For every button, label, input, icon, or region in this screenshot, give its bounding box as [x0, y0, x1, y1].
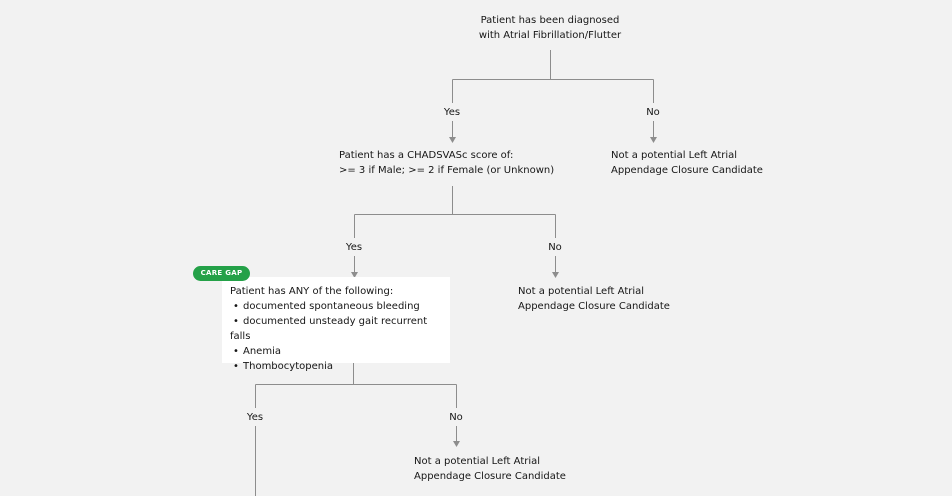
care-gap-badge[interactable]: CARE GAP — [193, 266, 250, 281]
bullet-icon: • — [233, 361, 239, 372]
chadsvasc-node: Patient has a CHADSVASc score of: >= 3 i… — [339, 148, 554, 178]
not-candidate-node: Not a potential Left Atrial Appendage Cl… — [611, 148, 763, 178]
arrowhead — [552, 272, 559, 278]
arrowhead — [351, 272, 358, 278]
not-candidate-line: Appendage Closure Candidate — [611, 165, 763, 176]
not-candidate-line: Appendage Closure Candidate — [518, 301, 670, 312]
list-item-text: documented unsteady gait recurrent falls — [230, 316, 428, 342]
root-node-line: Patient has been diagnosed — [480, 15, 620, 26]
not-candidate-line: Not a potential Left Atrial — [414, 456, 541, 467]
list-item-text: Thombocytopenia — [243, 361, 333, 372]
not-candidate-line: Not a potential Left Atrial — [518, 286, 645, 297]
branch-label-no: No — [548, 242, 562, 253]
list-item: • Thombocytopenia — [230, 359, 450, 374]
root-node: Patient has been diagnosed with Atrial F… — [450, 13, 650, 43]
arrowhead — [453, 441, 460, 447]
risk-criteria-list: •documented spontaneous bleeding •docume… — [230, 299, 450, 374]
bullet-icon: • — [233, 301, 239, 312]
bullet-icon: • — [233, 316, 239, 327]
root-node-line: with Atrial Fibrillation/Flutter — [478, 30, 622, 41]
list-item: • Anemia — [230, 344, 450, 359]
list-item: •documented unsteady gait recurrent fall… — [230, 314, 450, 344]
branch-label-yes: Yes — [246, 412, 264, 423]
list-item-text: documented spontaneous bleeding — [243, 301, 420, 312]
branch-label-no: No — [449, 412, 463, 423]
not-candidate-line: Appendage Closure Candidate — [414, 471, 566, 482]
risk-criteria-box: Patient has ANY of the following: •docum… — [222, 277, 450, 372]
not-candidate-node: Not a potential Left Atrial Appendage Cl… — [414, 454, 566, 484]
risk-criteria-title: Patient has ANY of the following: — [230, 286, 394, 297]
list-item-text: Anemia — [243, 346, 281, 357]
not-candidate-node: Not a potential Left Atrial Appendage Cl… — [518, 284, 670, 314]
branch-label-no: No — [646, 107, 660, 118]
bullet-icon: • — [233, 346, 239, 357]
branch-label-yes: Yes — [443, 107, 461, 118]
arrowhead — [449, 137, 456, 143]
not-candidate-line: Not a potential Left Atrial — [611, 150, 738, 161]
list-item: • documented spontaneous bleeding — [230, 299, 450, 314]
chadsvasc-node-line: >= 3 if Male; >= 2 if Female (or Unknown… — [339, 165, 555, 176]
branch-label-yes: Yes — [345, 242, 363, 253]
arrowhead — [650, 137, 657, 143]
chadsvasc-node-line: Patient has a CHADSVASc score of: — [339, 150, 514, 161]
